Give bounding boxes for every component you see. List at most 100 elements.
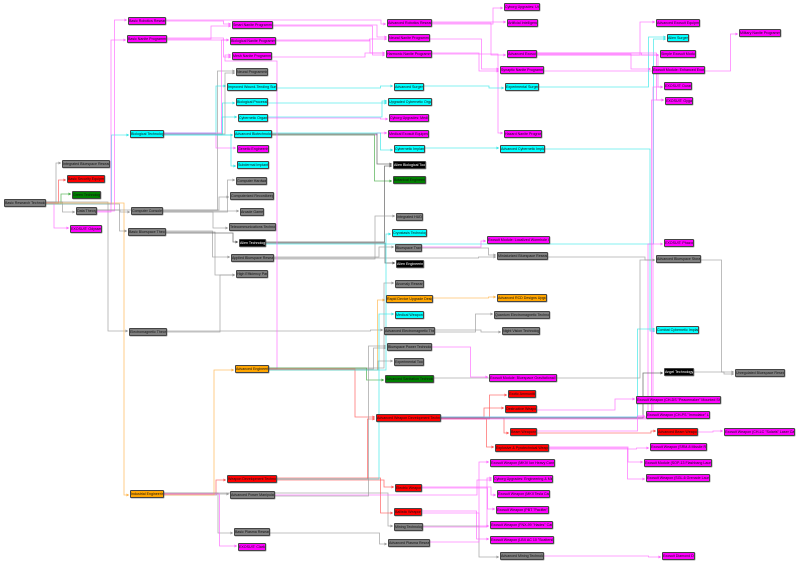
tech-node-ew8[interactable]: Exosuit Weapon (CH-LC "Solaris" Laser Ca… — [724, 428, 795, 436]
tech-node-ast[interactable]: Advanced Sanitation Technology — [385, 375, 434, 383]
tech-node-apm[interactable]: Advanced Power Manipulation — [230, 491, 275, 499]
tech-node-awdt[interactable]: Advanced Weapon Development Technology — [376, 414, 441, 422]
tech-node-ew2[interactable]: Exosuit Weapon (MKII Tesla Cannon) — [497, 490, 550, 498]
tech-node-cum[interactable]: Cyborg Upgrades: Medical — [389, 114, 429, 122]
tech-node-edu[interactable]: EXOSUIT: Durand — [664, 82, 692, 90]
tech-node-elw[interactable]: Electric Weaponry — [395, 484, 422, 492]
tech-node-synp[interactable]: Synaptic Nanite Programming — [500, 66, 544, 74]
tech-node-ew6[interactable]: Exosuit Weapon (CH-DS "Peacemaker" Mount… — [636, 396, 721, 404]
tech-node-bse[interactable]: Basic Security Equipment — [67, 175, 105, 183]
tech-node-cue[interactable]: Cyborg Upgrades: Engineering & Mining — [493, 475, 553, 483]
tech-node-abw[interactable]: Advanced Beam Weaponry — [657, 428, 698, 436]
tech-node-sem[interactable]: Simple Exosuit Modules — [660, 50, 696, 58]
tech-node-ge[interactable]: Genetic Engineering — [237, 145, 269, 153]
tech-node-edd[interactable]: Exosuit Diamond Drill — [662, 552, 695, 560]
tech-node-mbr[interactable]: Miniaturized Bluespace Research — [497, 252, 548, 260]
tech-node-iwts[interactable]: Improved Wound-Tending Surgery — [227, 83, 277, 91]
tech-node-es[interactable]: Experimental Surgery — [505, 83, 539, 91]
tech-node-abt[interactable]: Alien Biological Tools — [393, 161, 426, 169]
tech-node-brt[interactable]: Basic Research Technology — [4, 199, 46, 207]
tech-node-epw[interactable]: Explosive & Pyrotechnical Weaponry — [495, 444, 549, 452]
tech-node-aci[interactable]: Advanced Cybernetic Implants — [500, 145, 545, 153]
tech-node-eod[interactable]: EXOSUIT: Odysseus — [70, 225, 102, 233]
tech-node-anr[interactable]: Anomaly Research — [395, 280, 424, 288]
tech-node-als[interactable]: Alien Surgery — [667, 34, 689, 42]
tech-node-dw[interactable]: Destructive Weaponry — [505, 405, 537, 413]
tech-node-brr[interactable]: Basic Robotics Research — [128, 17, 166, 25]
tech-node-co[interactable]: Cybernetic Organs — [238, 114, 268, 122]
tech-node-cryo[interactable]: Cryostasis Technology — [392, 229, 427, 237]
tech-node-btr[interactable]: Bluespace Travel — [395, 244, 422, 252]
tech-node-eme[interactable]: Exosuit Module: Enhanced Exosuit Module — [652, 66, 705, 74]
tech-node-wdt[interactable]: Weapon Development Technology — [227, 475, 277, 483]
tech-node-aex[interactable]: Advanced Exosuits — [507, 50, 537, 58]
tech-node-nnp[interactable]: Neural Nanite Programming — [388, 34, 430, 42]
tech-node-bpr[interactable]: Basic Plasma Research — [234, 528, 270, 536]
tech-node-mw[interactable]: Medical Weaponry — [395, 311, 424, 319]
tech-node-gt[interactable]: Green Technology — [72, 191, 101, 199]
tech-node-ew10[interactable]: Exosuit Module (SOP-13 Flashbang Launche… — [644, 459, 712, 467]
tech-node-ie[interactable]: Industrial Engineering — [130, 490, 164, 498]
tech-node-mt[interactable]: Mining Technology — [394, 523, 423, 531]
tech-node-bw[interactable]: Beam Weaponry — [510, 428, 537, 436]
tech-node-blw[interactable]: Ballistic Weaponry — [394, 508, 422, 516]
tech-node-ubr[interactable]: Unregulated Bluespace Research — [735, 369, 785, 377]
tech-node-egy[interactable]: EXOSUIT: Gygax — [665, 97, 693, 105]
tech-node-bte[interactable]: Botanical Engineering — [393, 176, 426, 184]
tech-node-mee[interactable]: Medical Exosuit Equipment — [388, 130, 429, 138]
tech-node-cuu[interactable]: Cyborg Upgrades: Utility — [504, 3, 540, 11]
tech-node-bbt[interactable]: Basic Bluespace Theory — [128, 228, 166, 236]
tech-node-ch[interactable]: Computer Hardware — [236, 177, 267, 185]
tech-node-ew1[interactable]: Exosuit Weapon (MKIV Ion Heavy Cannon) — [490, 459, 555, 467]
tech-node-snp[interactable]: Smart Nanite Programming — [232, 21, 273, 29]
tech-node-apr[interactable]: Advanced Plasma Research — [388, 539, 430, 547]
tech-node-si[interactable]: Subdermal Implants — [237, 161, 269, 169]
tech-node-egm[interactable]: Exosuit Module: Bluespace Gravitational … — [489, 374, 557, 382]
tech-node-ci[interactable]: Cybernetic Implants — [394, 145, 425, 153]
tech-node-emt[interactable]: Electromagnetic Theory — [129, 328, 167, 336]
tech-node-bt[interactable]: Biological Technology — [130, 130, 164, 138]
tech-node-ext[interactable]: Experimental Tools — [394, 358, 424, 366]
tech-node-at[interactable]: Alien Technology — [239, 239, 266, 247]
tech-node-ew7[interactable]: Exosuit Weapon (CH-PS "Immolator" Laser) — [646, 411, 710, 419]
tech-node-ab[interactable]: Advanced Biotechnology — [234, 130, 272, 138]
tech-node-ew4[interactable]: Exosuit Weapon (FNX-99 "Hades" Carbine) — [490, 521, 553, 529]
tech-node-abs[interactable]: Advanced Bluespace Storage — [656, 255, 701, 263]
tech-node-ecl[interactable]: EXOSUIT: Clarke — [238, 543, 266, 551]
tech-node-aen[interactable]: Alien Engineering — [396, 260, 424, 268]
tech-node-hnp[interactable]: Harmonic Nanite Programming — [386, 50, 432, 58]
tech-node-aee[interactable]: Advanced Exosuit Equipment — [656, 19, 700, 27]
tech-node-emw[interactable]: Exosuit Module: Localized Wormhole Gener… — [487, 236, 550, 244]
tech-node-hnpr[interactable]: Hazard Nanite Programs — [504, 130, 542, 138]
tech-node-abr[interactable]: Applied Bluespace Research — [231, 254, 274, 262]
tech-node-cci[interactable]: Combat Cybernetic Implants — [656, 326, 699, 334]
tech-node-mnpr[interactable]: Military Nanite Programming — [739, 29, 781, 37]
tech-node-nvt[interactable]: Night Vision Technology — [502, 327, 540, 335]
tech-node-arr[interactable]: Advanced Robotics Research — [387, 19, 432, 27]
tech-node-ag[interactable]: Arcade Games — [240, 208, 264, 216]
tech-node-ew5[interactable]: Exosuit Weapon (LBX AC 10 "Scattershot") — [490, 536, 554, 544]
tech-node-angt[interactable]: Angel Technology — [664, 368, 694, 376]
tech-node-eph[interactable]: EXOSUIT: Phazon — [664, 239, 694, 247]
tech-node-qet[interactable]: Quantum Electromagnetic Technology — [494, 311, 550, 319]
tech-node-amt[interactable]: Advanced Mining Technology — [500, 552, 544, 560]
tech-node-np[interactable]: Neural Programming — [236, 68, 268, 76]
tech-node-ew9[interactable]: Exosuit Weapon (SRM-8 Missile Rack) — [650, 443, 707, 451]
tech-node-ew11[interactable]: Exosuit Weapon (SGL-6 Grenade Launcher) — [646, 474, 710, 482]
tech-node-ai[interactable]: Artificial Intelligence — [507, 19, 538, 27]
tech-node-bionp[interactable]: Biological Nanite Programming — [230, 37, 276, 45]
tech-node-tt[interactable]: Telecommunications Technology — [229, 223, 276, 231]
tech-node-bp[interactable]: Biological Processing — [236, 98, 268, 106]
tech-node-dt[interactable]: Data Theory — [76, 207, 97, 215]
tech-node-cr[interactable]: Computerized Recordkeeping — [230, 192, 274, 200]
tech-node-as[interactable]: Advanced Surgery — [394, 83, 424, 91]
tech-node-rdu[interactable]: Rapid Device Upgrade Designs — [386, 295, 433, 303]
tech-node-uco[interactable]: Upgraded Cybernetic Organs — [388, 98, 432, 106]
tech-node-aemt[interactable]: Advanced Electromagnetic Theory — [384, 327, 435, 335]
tech-node-cc[interactable]: Computer Consoles — [131, 207, 163, 215]
tech-node-ihud[interactable]: Integrated HUDs — [396, 213, 423, 221]
tech-node-hep[interactable]: High Efficiency Parts — [236, 270, 268, 278]
tech-node-ard[interactable]: Advanced RCD Designs Upgrade — [497, 294, 547, 302]
tech-node-exa[interactable]: Exotic Ammunition — [508, 390, 536, 398]
tech-node-ae[interactable]: Advanced Engineering — [235, 365, 269, 373]
